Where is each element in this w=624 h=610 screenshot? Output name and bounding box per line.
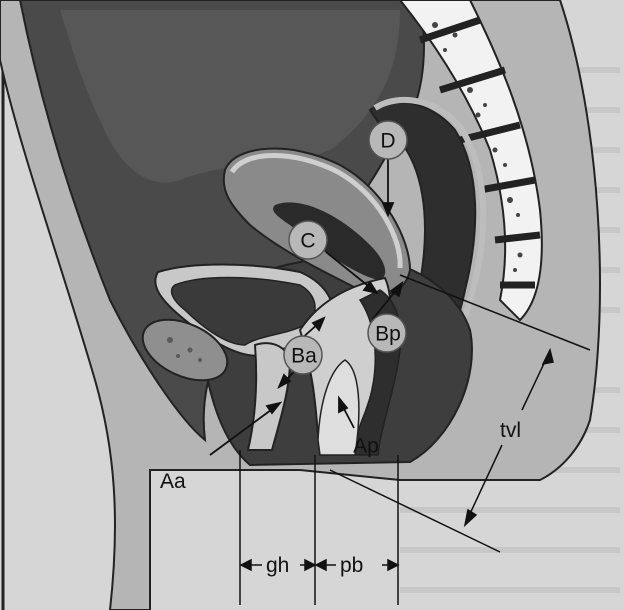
label-tvl: tvl (500, 419, 521, 442)
label-gh: gh (266, 554, 289, 577)
label-c: C (300, 230, 315, 253)
label-d: D (380, 130, 395, 153)
label-pb: pb (340, 554, 363, 577)
label-ap: Ap (353, 435, 379, 458)
label-aa: Aa (160, 470, 186, 493)
label-ba: Ba (291, 345, 317, 368)
label-bp: Bp (375, 323, 401, 346)
